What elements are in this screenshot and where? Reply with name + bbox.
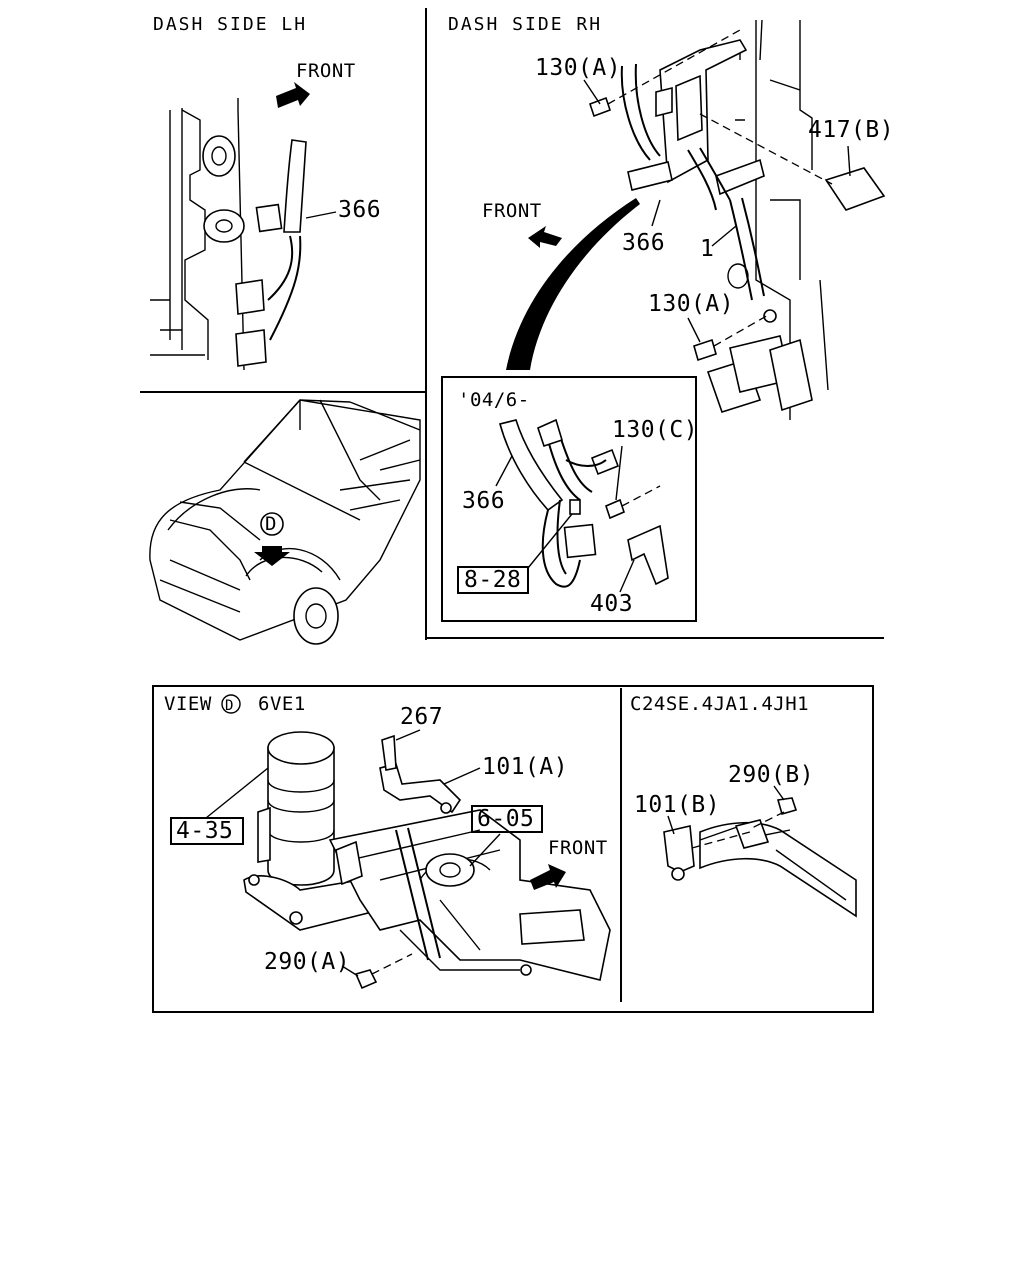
- dash-lh-title: DASH SIDE LH: [153, 14, 307, 35]
- dash-side-lh-panel: DASH SIDE LH FRONT 366: [150, 14, 381, 371]
- inset-0406-panel: '04/6- 130(C) 366 8-28 403: [441, 376, 698, 622]
- callout-101b: 101(B): [634, 792, 720, 818]
- callout-366-inset: 366: [462, 488, 505, 514]
- dash-side-rh-panel: DASH SIDE RH FRONT 130(A): [448, 14, 894, 420]
- callout-130a-top: 130(A): [535, 55, 621, 81]
- view-d-title: VIEW: [164, 693, 212, 715]
- view-d-engine: 6VE1: [258, 693, 306, 715]
- front-arrow-icon: [528, 226, 562, 248]
- c24se-panel: C24SE.4JA1.4JH1 290(B) 101(B): [630, 693, 857, 918]
- dash-lh-front-label: FRONT: [296, 60, 356, 82]
- view-d-marker: D: [225, 698, 234, 714]
- view-arrow-icon: [254, 546, 290, 566]
- dash-rh-title: DASH SIDE RH: [448, 14, 602, 35]
- callout-366-rh: 366: [622, 230, 665, 256]
- callout-1: 1: [700, 236, 714, 262]
- view-d-front-label: FRONT: [548, 837, 608, 859]
- pointer-to-inset: [506, 198, 640, 370]
- callout-8-28: 8-28: [464, 567, 521, 593]
- vehicle-overview: D: [149, 399, 421, 645]
- view-marker-d-icon: [260, 512, 284, 536]
- ref-box-8-28: [457, 566, 529, 594]
- frame-lines: [140, 8, 884, 640]
- view-d-panel: VIEW D 6VE1 FRONT 267 101(A): [152, 685, 874, 1013]
- callout-366-lh: 366: [338, 197, 381, 223]
- callout-403: 403: [590, 591, 633, 617]
- front-arrow-icon: [276, 82, 310, 108]
- ref-box-6-05: [471, 805, 543, 833]
- callout-417b: 417(B): [808, 117, 894, 143]
- vehicle-view-marker: D: [265, 513, 277, 535]
- callout-130c: 130(C): [612, 417, 698, 443]
- callout-267: 267: [400, 704, 443, 730]
- c24se-title: C24SE.4JA1.4JH1: [630, 693, 809, 715]
- view-d-marker-icon: [221, 694, 241, 714]
- callout-101a: 101(A): [482, 754, 568, 780]
- callout-130a-bottom: 130(A): [648, 291, 734, 317]
- callout-6-05: 6-05: [477, 806, 534, 832]
- inset-title: '04/6-: [458, 389, 530, 411]
- callout-4-35: 4-35: [176, 818, 233, 844]
- dash-rh-front-label: FRONT: [482, 200, 542, 222]
- front-arrow-icon: [530, 864, 566, 890]
- callout-290a: 290(A): [264, 949, 350, 975]
- callout-290b: 290(B): [728, 762, 814, 788]
